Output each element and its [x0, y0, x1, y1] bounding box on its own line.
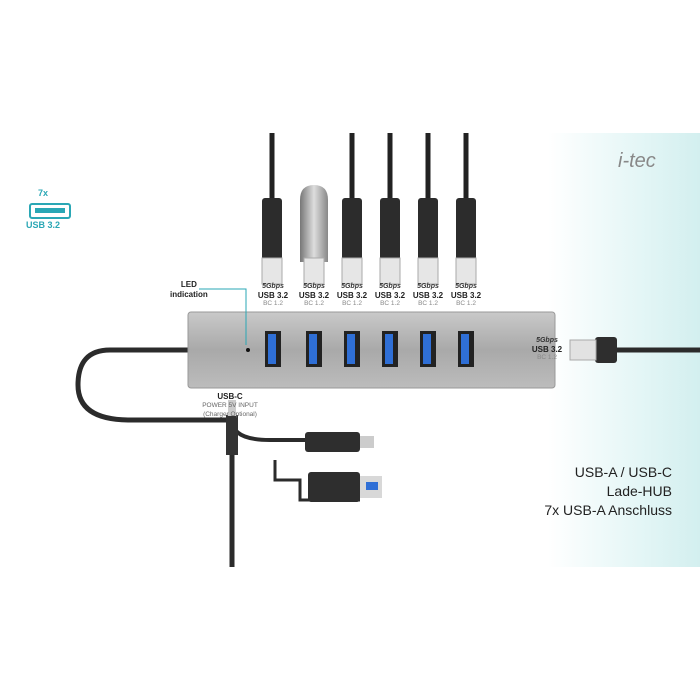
usb-port-icon — [29, 203, 71, 219]
led-callout-line — [199, 288, 247, 345]
led-label: LED indication — [170, 280, 208, 300]
speed-label: 5Gbps — [262, 283, 284, 290]
usb-a-plug-connector — [341, 257, 363, 285]
power-label: USB-C POWER 5V INPUT (Charger Optional) — [195, 392, 265, 419]
port-type-label: USB 3.2 — [531, 345, 563, 354]
usb-a-plug — [456, 198, 476, 260]
usb-port-tongue — [268, 334, 276, 364]
usb-a-plug — [342, 198, 362, 260]
power-line2: (Charger Optional) — [203, 411, 257, 418]
port-type-label: USB 3.2 — [336, 291, 368, 300]
speed-label: 5Gbps — [303, 283, 325, 290]
port-type-label: USB 3.2 — [450, 291, 482, 300]
port-type-label: USB 3.2 — [257, 291, 289, 300]
speed-label: 5Gbps — [341, 283, 363, 290]
port-standard-label: BC 1.2 — [456, 300, 476, 307]
power-title: USB-C — [217, 392, 243, 401]
port-standard-label: BC 1.2 — [418, 300, 438, 307]
usb-a-plug — [418, 198, 438, 260]
port-type-label: USB 3.2 — [412, 291, 444, 300]
usb-a-plug-connector — [455, 257, 477, 285]
usb-port-tongue — [423, 334, 431, 364]
usb-port-tongue — [461, 334, 469, 364]
usb-a-plug-connector — [261, 257, 283, 285]
usb-a-plug-connector — [379, 257, 401, 285]
speed-label: 5Gbps — [455, 283, 477, 290]
usb-a-plug-connector — [417, 257, 439, 285]
led-label-line2: indication — [170, 290, 208, 299]
usb-port-tongue — [385, 334, 393, 364]
power-line1: POWER 5V INPUT — [202, 402, 258, 409]
led-indicator — [246, 348, 250, 352]
brand-logo: i-tec — [618, 150, 656, 172]
port-standard-label: BC 1.2 — [342, 300, 362, 307]
headline-line2: Lade-HUB — [606, 483, 672, 499]
led-label-line1: LED — [180, 280, 197, 289]
usb-port-tongue — [309, 334, 317, 364]
headline: USB-A / USB-C Lade-HUB 7x USB-A Anschlus… — [544, 463, 672, 520]
port-type-label: USB 3.2 — [298, 291, 330, 300]
usb-port-tongue — [347, 334, 355, 364]
port-type-label: USB 3.2 — [374, 291, 406, 300]
usb-a-plug — [380, 198, 400, 260]
port-standard-label: BC 1.2 — [304, 300, 324, 307]
headline-line3: 7x USB-A Anschluss — [544, 502, 672, 518]
port-standard-label: BC 1.2 — [537, 354, 557, 361]
port-standard-label: BC 1.2 — [380, 300, 400, 307]
hub-body — [187, 311, 556, 389]
usb-a-adapter — [308, 472, 360, 502]
usb-c-plug-vertical — [226, 415, 238, 455]
right-usb-plug — [595, 337, 617, 363]
usb-a-plug — [262, 198, 282, 260]
speed-label: 5Gbps — [417, 283, 439, 290]
port-type: USB 3.2 — [26, 220, 61, 230]
port-count: 7x — [38, 188, 49, 198]
usb-flash-drive — [300, 185, 328, 262]
usb-c-adapter — [305, 432, 360, 452]
speed-label: 5Gbps — [379, 283, 401, 290]
port-standard-label: BC 1.2 — [263, 300, 283, 307]
headline-line1: USB-A / USB-C — [574, 464, 672, 480]
speed-label: 5Gbps — [536, 337, 558, 344]
